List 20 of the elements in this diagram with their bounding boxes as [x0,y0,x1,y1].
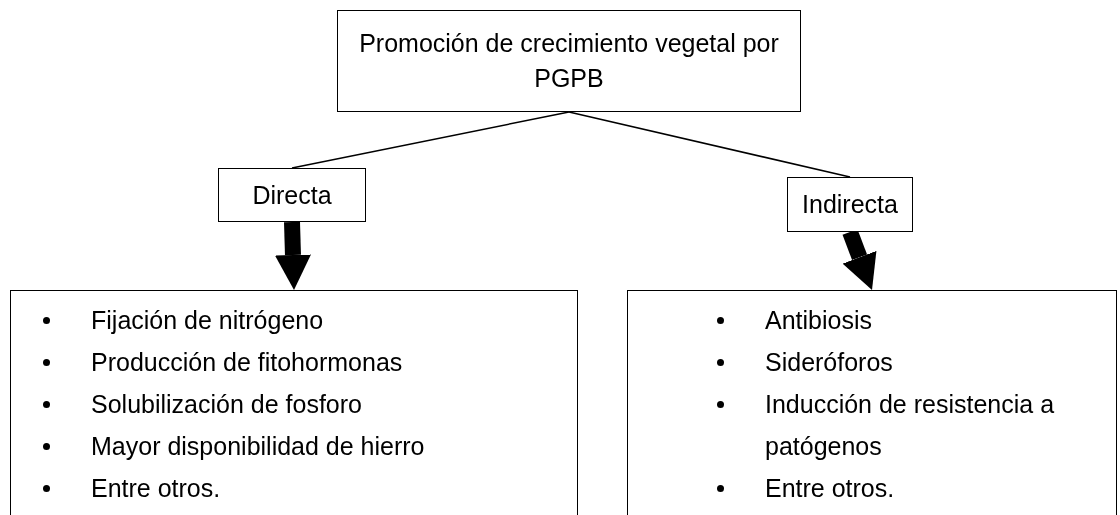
block-arrow [275,221,311,290]
connector-line [291,111,570,169]
category-box [787,177,913,232]
bullet-item: Fijación de nitrógeno [29,299,577,341]
bullet-item: Solubilización de fosforo [29,383,577,425]
bullet-item: Mayor disponibilidad de hierro [29,425,577,467]
bullet-item: Entre otros. [29,467,577,509]
bullet-item: Antibiosis [703,299,1116,341]
bullet-item: Producción de fitohormonas [29,341,577,383]
bullet-item: Inducción de resistencia a patógenos [703,383,1116,467]
box-title: Indirecta [801,189,899,220]
connector-line [568,111,851,178]
list-box [10,290,578,515]
box-title: Directa [251,179,333,211]
box-title: Promoción de crecimiento vegetal por PGPB [358,28,780,94]
bullet-item: Sideróforos [703,341,1116,383]
category-box [218,168,366,222]
list-box [627,290,1117,515]
category-box [337,10,801,112]
bullet-item: Entre otros. [703,467,1116,509]
